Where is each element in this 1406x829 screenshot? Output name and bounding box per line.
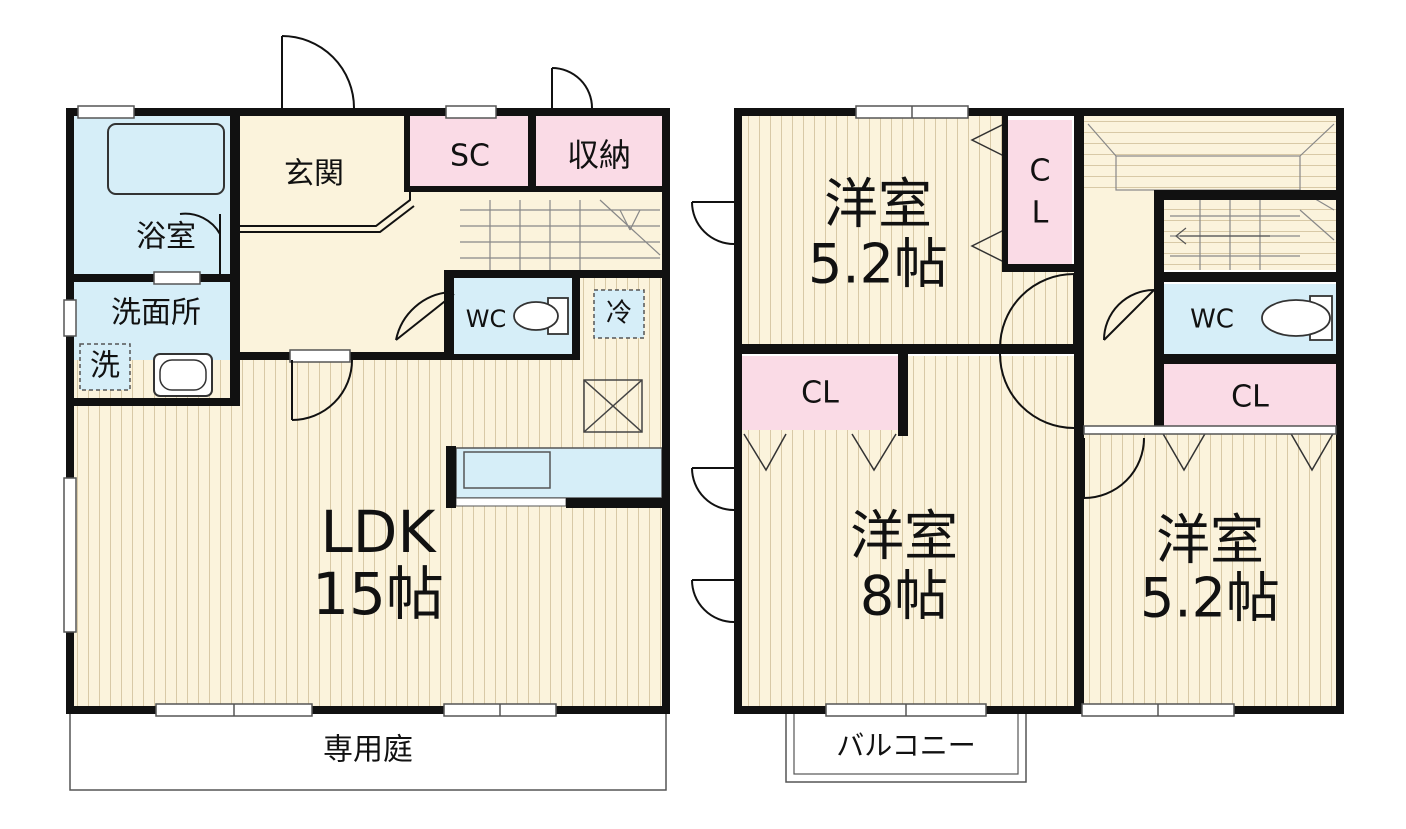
- bathtub: [107, 123, 225, 195]
- room-b-extra: [906, 356, 1078, 430]
- room-c-name: 洋室: [1156, 509, 1264, 572]
- closet-b-label: CL: [801, 376, 839, 411]
- closet-c-area: [1162, 364, 1336, 428]
- room-b-name: 洋室: [850, 505, 958, 568]
- closet-b-area: [742, 356, 898, 430]
- closet-doors-2: [743, 123, 1335, 472]
- windows-1: [63, 105, 557, 717]
- closet-a-label-1: C: [1030, 154, 1051, 189]
- washer-label: 洗: [90, 349, 120, 384]
- room-b-area: [742, 430, 1078, 708]
- ldk-area: [74, 360, 662, 710]
- room-a-name: 洋室: [824, 173, 932, 236]
- ldk-name: LDK: [320, 498, 437, 566]
- balcony-area: [785, 711, 1027, 783]
- stairs2-area: [1164, 200, 1336, 270]
- stairs-1: [460, 199, 661, 270]
- walls-2: [734, 108, 1344, 714]
- wc2-label: WC: [1190, 305, 1234, 335]
- toilet-1: [513, 297, 569, 335]
- closet-a-label-2: L: [1032, 196, 1049, 231]
- hall2-corridor: [1080, 194, 1158, 430]
- ldk-size: 15帖: [312, 560, 444, 628]
- floor-2: バルコニー: [691, 105, 1344, 783]
- counter-base: [455, 497, 567, 507]
- room-c-size: 5.2帖: [1140, 567, 1280, 630]
- hall2-area: [1080, 116, 1336, 194]
- room-a-size: 5.2帖: [808, 233, 948, 296]
- doors-2: [691, 201, 1155, 623]
- room-c-area: [1084, 430, 1336, 708]
- washer-space: [79, 343, 131, 391]
- storage-box-x: [583, 379, 643, 433]
- storage-area: [536, 116, 662, 190]
- doors-1: [179, 35, 593, 421]
- entrance-step: [240, 192, 411, 227]
- fridge-space: [593, 289, 645, 339]
- kitchen-sink: [463, 451, 551, 489]
- floor-1: 専用庭: [63, 35, 670, 791]
- closet-c-label: CL: [1231, 380, 1269, 415]
- washroom-label: 洗面所: [111, 296, 201, 331]
- room-b-size: 8帖: [860, 565, 948, 628]
- bath-label: 浴室: [136, 220, 196, 255]
- entrance-label: 玄関: [284, 157, 344, 192]
- windows-2: [825, 105, 1337, 717]
- closet-a-area: [1008, 120, 1072, 266]
- shoe-closet-label: SC: [450, 139, 490, 174]
- fridge-label: 冷: [606, 299, 632, 329]
- hall-area: [410, 192, 662, 272]
- shoe-closet-area: [410, 116, 530, 190]
- garden-label: 専用庭: [323, 733, 413, 768]
- wc1-label: WC: [466, 305, 507, 333]
- storage-label: 収納: [567, 136, 631, 174]
- toilet-2: [1261, 295, 1333, 341]
- garden-area: [69, 711, 667, 791]
- balcony-label: バルコニー: [836, 729, 975, 762]
- hall-lower-area: [240, 272, 448, 356]
- room-a-area: [742, 116, 1004, 348]
